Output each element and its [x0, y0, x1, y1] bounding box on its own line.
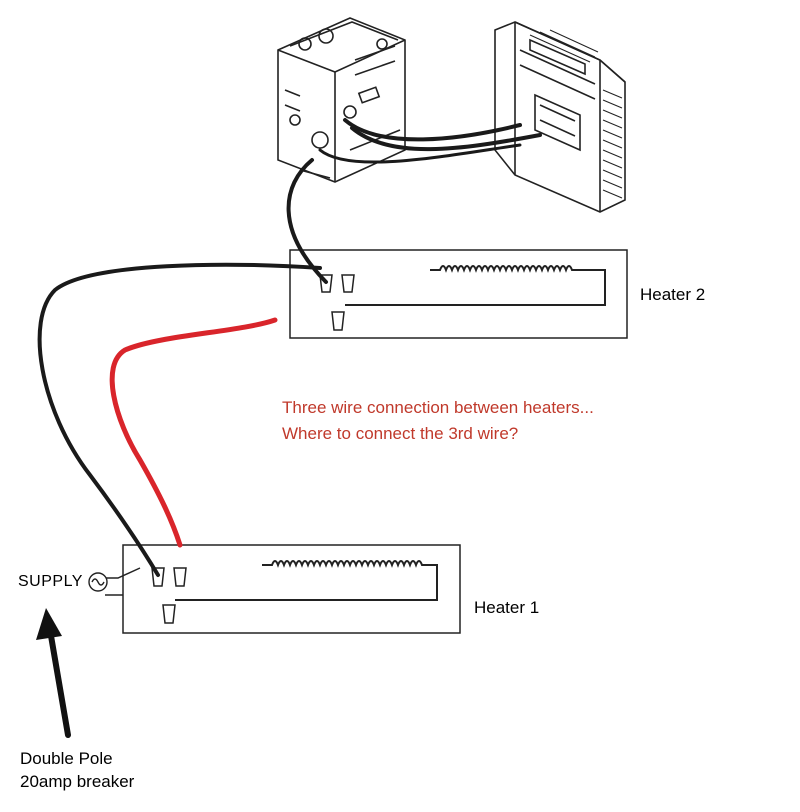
heater-1: [105, 544, 461, 634]
black-wire-heater2-to-heater1: [37, 262, 322, 577]
thermostat-cable: [318, 118, 542, 164]
junction-box-icon: [277, 17, 406, 183]
heating-element-icon: [345, 265, 606, 306]
thermostat-icon: [494, 21, 626, 213]
heater-2: [289, 249, 628, 339]
red-wire-third-conductor: [109, 317, 278, 548]
supply-label: SUPPLY: [18, 573, 83, 590]
heater-2-label: Heater 2: [640, 285, 706, 304]
question-note-line-1: Three wire connection between heaters...: [282, 398, 594, 417]
arrow-up-icon: [36, 608, 71, 738]
heating-element-icon: [175, 560, 438, 601]
question-note-line-2: Where to connect the 3rd wire?: [282, 424, 519, 443]
heater-1-label: Heater 1: [474, 598, 540, 617]
breaker-label-line-2: 20amp breaker: [20, 772, 135, 791]
ac-source-icon: [88, 572, 108, 592]
breaker-label-line-1: Double Pole: [20, 749, 113, 768]
black-wire-jbox-to-heater2: [286, 158, 328, 284]
